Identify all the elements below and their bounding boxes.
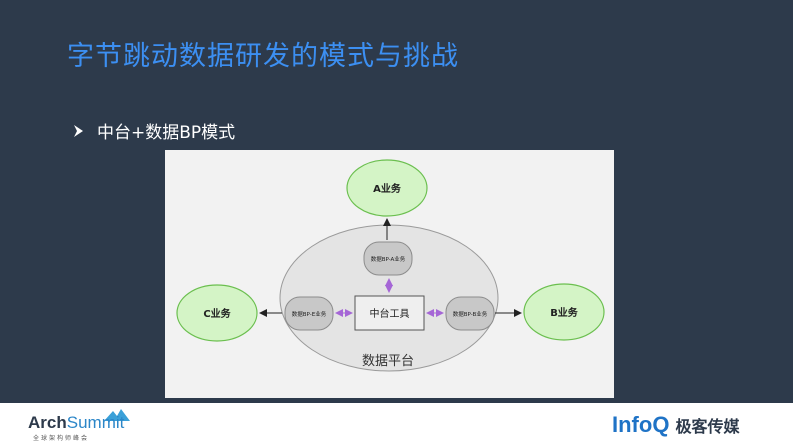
bp-b-label: 数据BP-B业务 (453, 310, 488, 318)
bp-e-label: 数据BP-E业务 (292, 310, 327, 318)
infoq-logo: InfoQ 极客传媒 (612, 412, 739, 438)
footer: ArchSummit 全球架构师峰会 InfoQ 极客传媒 (0, 403, 793, 446)
bullet-item: 中台+数据BP模式 (73, 118, 235, 143)
bp-e-node (284, 296, 334, 331)
node-b-label: B业务 (550, 306, 579, 319)
bullet-arrow-icon (74, 124, 83, 137)
bp-b-node (445, 296, 495, 331)
bp-a-label: 数据BP-A业务 (371, 255, 406, 263)
archsummit-logo: ArchSummit 全球架构师峰会 (28, 409, 148, 443)
node-c-business (176, 284, 258, 342)
mountain-icon (104, 409, 130, 421)
slide-title: 字节跳动数据研发的模式与挑战 (67, 41, 459, 72)
archsummit-subtitle: 全球架构师峰会 (33, 435, 90, 442)
architecture-diagram: A业务 B业务 C业务 数据BP-A业务 数据BP-B业务 数据BP-E业务 中… (165, 150, 614, 398)
infoq-logo-text: InfoQ (612, 412, 670, 437)
bp-a-node (363, 241, 413, 276)
diagram-canvas: A业务 B业务 C业务 数据BP-A业务 数据BP-B业务 数据BP-E业务 中… (176, 159, 605, 372)
center-tool-label: 中台工具 (370, 307, 410, 320)
arch-logo-text: Arch (28, 413, 67, 432)
node-b-business (523, 283, 605, 341)
node-a-label: A业务 (373, 182, 402, 195)
node-c-label: C业务 (203, 307, 231, 320)
platform-label: 数据平台 (362, 354, 414, 369)
bullet-text: 中台+数据BP模式 (97, 123, 236, 143)
geek-media-text: 极客传媒 (675, 417, 740, 436)
node-a-business (346, 159, 428, 217)
center-tool-box (354, 295, 425, 331)
summit-logo-text: Summit (66, 413, 125, 432)
